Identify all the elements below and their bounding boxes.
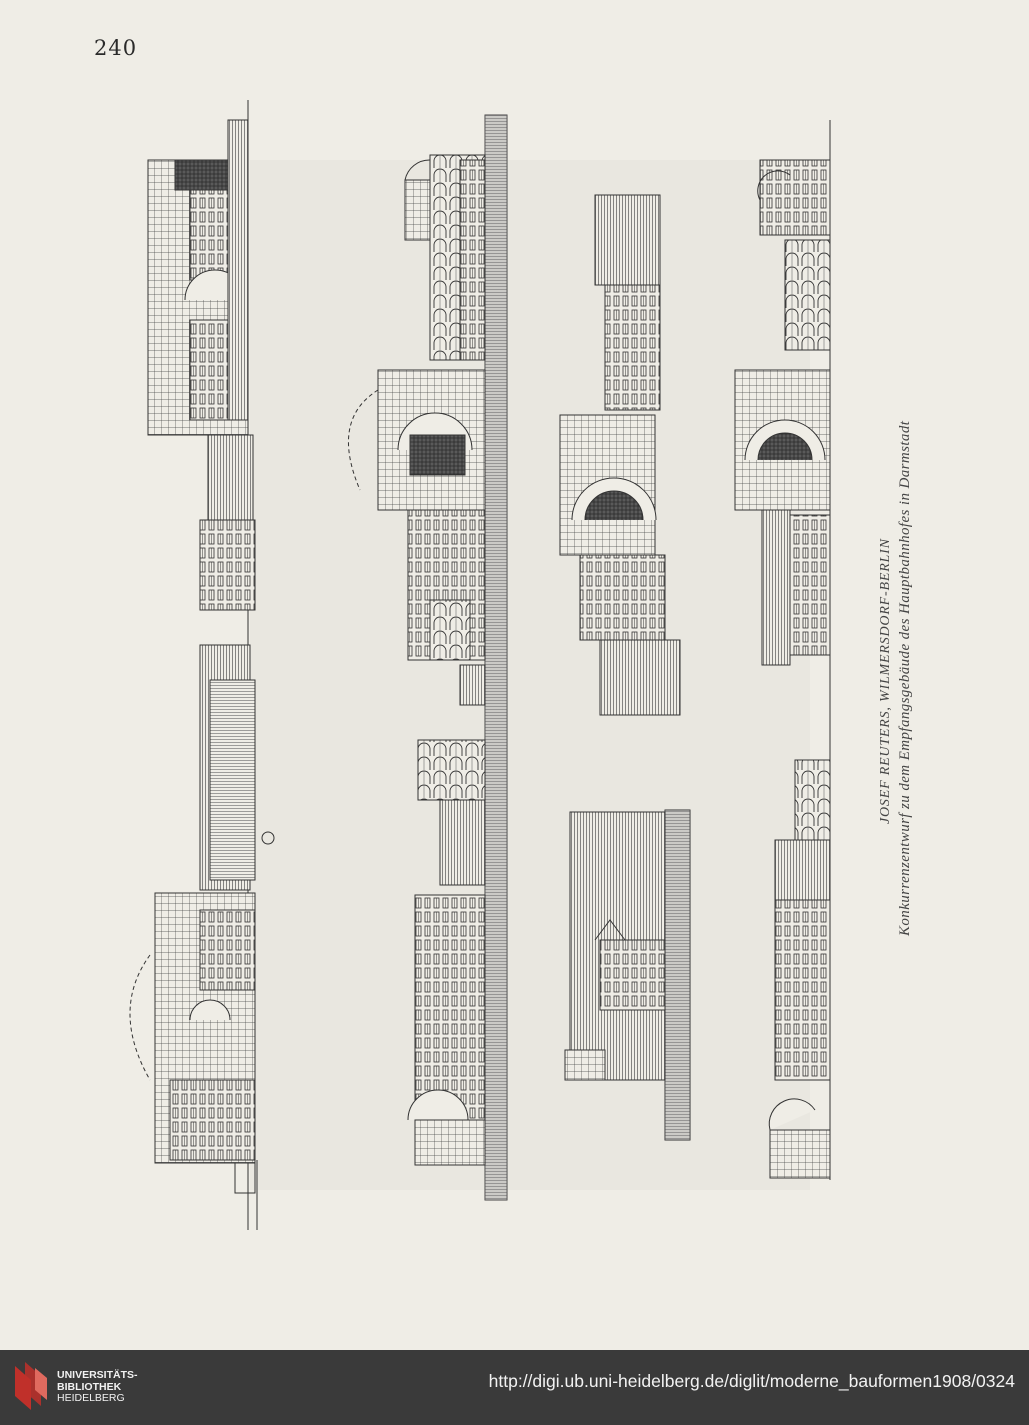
library-name-line2: BIBLIOTHEK <box>57 1380 122 1393</box>
caption-title: Konkurrenzentwurf zu dem Empfangsgebäude… <box>897 420 913 936</box>
permalink-url[interactable]: http://digi.ub.uni-heidelberg.de/diglit/… <box>488 1371 1015 1391</box>
elevation-strip-4 <box>734 120 831 1180</box>
library-name-line3: HEIDELBERG <box>57 1392 125 1404</box>
architectural-elevation-drawings <box>129 100 831 1230</box>
elevation-strip-1 <box>129 100 275 1230</box>
caption-architect: JOSEF REUTERS, WILMERSDORF-BERLIN <box>878 538 893 824</box>
elevation-strip-3 <box>559 194 691 1141</box>
elevation-strip-2 <box>348 114 508 1201</box>
plate-caption: JOSEF REUTERS, WILMERSDORF-BERLIN Konkur… <box>874 376 914 936</box>
ub-heidelberg-logo-icon[interactable] <box>11 1360 51 1414</box>
page-number: 240 <box>94 36 138 60</box>
library-name-line1: UNIVERSITÄTS- <box>57 1369 138 1381</box>
library-name: UNIVERSITÄTS- BIBLIOTHEK HEIDELBERG <box>57 1369 138 1405</box>
scanned-page: 240 <box>0 0 1029 1350</box>
library-footer: UNIVERSITÄTS- BIBLIOTHEK HEIDELBERG http… <box>0 1350 1029 1425</box>
